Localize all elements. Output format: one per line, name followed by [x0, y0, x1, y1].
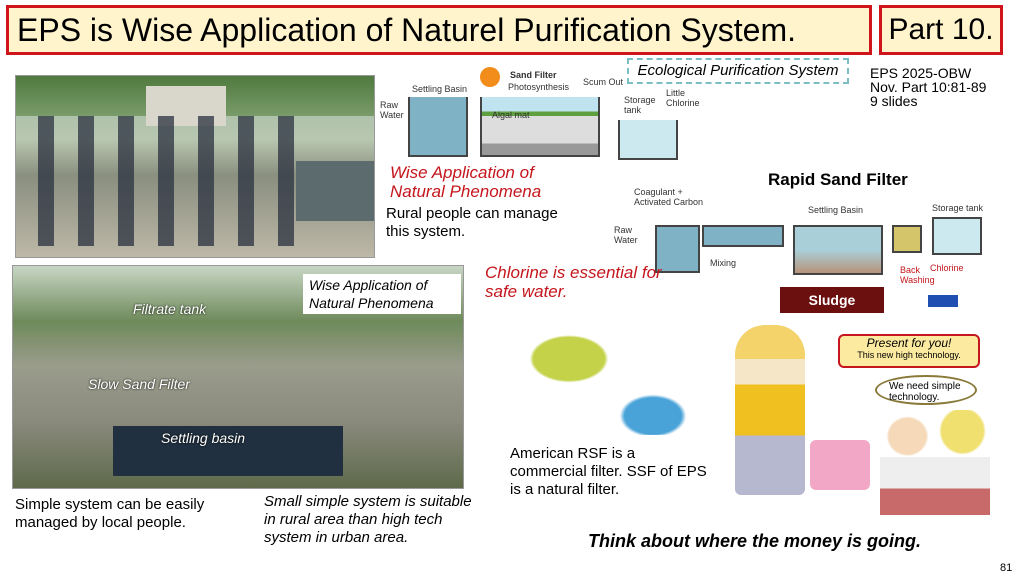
- page-number: 81: [1000, 562, 1013, 574]
- simple-text: Simple system can be easily managed by l…: [15, 496, 205, 531]
- photo-label: Filtrate tank: [133, 301, 207, 317]
- photo-label: Settling basin: [161, 430, 246, 446]
- label: Scum Out: [583, 77, 624, 87]
- label: Mixing: [710, 258, 737, 268]
- meta-line: 9 slides: [870, 93, 918, 109]
- part-label: Part 10.: [879, 5, 1003, 55]
- sun-icon: [480, 67, 500, 87]
- rural-text: Rural people can manage this system.: [386, 205, 558, 240]
- label: Chlorine: [930, 263, 964, 273]
- meta-line: EPS 2025-OBW: [870, 65, 972, 81]
- photo-caption-box: Wise Application of Natural Phenomena: [303, 274, 461, 314]
- cartoon-inspectors: [485, 308, 695, 435]
- cartoon-villagers: [880, 410, 990, 515]
- ssf-diagram: Raw Water Settling Basin Sand Filter Pho…: [380, 62, 710, 162]
- slide-title: EPS is Wise Application of Naturel Purif…: [6, 5, 872, 55]
- speech-bubble-simple: We need simple technology.: [875, 375, 977, 405]
- label: Raw Water: [380, 100, 404, 120]
- chlorine-note: Chlorine is essential for safe water.: [485, 263, 662, 301]
- small-text: Small simple system is suitable in rural…: [264, 493, 472, 546]
- label: Back Washing: [900, 265, 935, 285]
- speech-sub: This new high technology.: [857, 350, 961, 360]
- label: Little Chlorine: [666, 88, 700, 108]
- rsf-diagram: Rapid Sand Filter Coagulant + Activated …: [610, 165, 1020, 315]
- label: Sand Filter: [510, 70, 557, 80]
- label: Storage tank: [932, 203, 984, 213]
- label: Settling Basin: [412, 84, 468, 94]
- label: Photosynthesis: [508, 82, 570, 92]
- truck-icon: [928, 295, 958, 307]
- label: Algal mat: [492, 110, 530, 120]
- meta-line: Nov. Part 10:81-89: [870, 79, 987, 95]
- meta-info: EPS 2025-OBW Nov. Part 10:81-89 9 slides: [870, 66, 986, 108]
- sludge-box: Sludge: [780, 287, 884, 313]
- speech-title: Present for you!: [866, 336, 952, 350]
- group-photo: [15, 75, 375, 258]
- label: Raw Water: [614, 225, 638, 245]
- label: Coagulant + Activated Carbon: [634, 187, 704, 207]
- cartoon-machine: [810, 440, 870, 490]
- think-text: Think about where the money is going.: [588, 531, 922, 551]
- cartoon-salesman: [735, 325, 805, 495]
- american-text: American RSF is a commercial filter. SSF…: [510, 445, 707, 498]
- photo-label: Slow Sand Filter: [88, 376, 190, 392]
- eco-label: Ecological Purification System: [627, 58, 849, 84]
- label: Storage tank: [624, 95, 656, 115]
- facility-photo: Wise Application of Natural Phenomena Fi…: [12, 265, 464, 489]
- speech-bubble-present: Present for you! This new high technolog…: [838, 334, 980, 368]
- wise-application-text: Wise Application of Natural Phenomena: [390, 163, 542, 201]
- label: Settling Basin: [808, 205, 864, 215]
- rsf-title: Rapid Sand Filter: [768, 170, 908, 189]
